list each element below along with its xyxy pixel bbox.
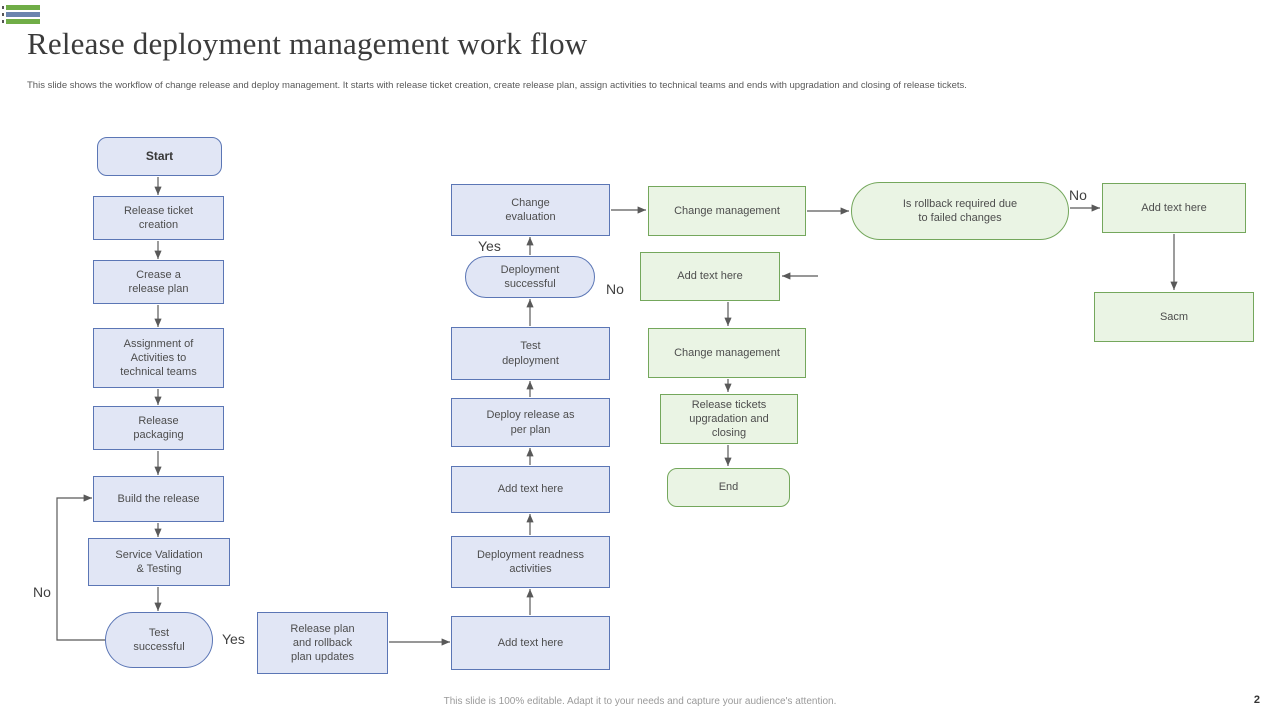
node-deployment-successful: Deployment successful (465, 256, 595, 298)
node-service-validation: Service Validation & Testing (88, 538, 230, 586)
page-subtitle: This slide shows the workflow of change … (27, 80, 967, 91)
node-release-rollback-updates: Release plan and rollback plan updates (257, 612, 388, 674)
node-release-ticket-creation: Release ticket creation (93, 196, 224, 240)
branch-label-yes-deployment: Yes (478, 238, 501, 254)
node-change-management-2: Change management (648, 328, 806, 378)
node-create-release-plan: Crease a release plan (93, 260, 224, 304)
node-deploy-release: Deploy release as per plan (451, 398, 610, 447)
branch-label-yes-test: Yes (222, 631, 245, 647)
node-assignment-activities: Assignment of Activities to technical te… (93, 328, 224, 388)
node-build-release: Build the release (93, 476, 224, 522)
node-release-tickets-upgradation: Release tickets upgradation and closing (660, 394, 798, 444)
node-change-management-1: Change management (648, 186, 806, 236)
node-end: End (667, 468, 790, 507)
node-deployment-readiness: Deployment readness activities (451, 536, 610, 588)
node-start: Start (97, 137, 222, 176)
branch-label-no-test: No (33, 584, 51, 600)
node-release-packaging: Release packaging (93, 406, 224, 450)
page-number: 2 (1253, 694, 1260, 706)
node-add-text-4: Add text here (640, 252, 780, 301)
branch-label-no-rollback: No (1069, 187, 1087, 203)
node-add-text-3: Add text here (1102, 183, 1246, 233)
node-add-text-1: Add text here (451, 616, 610, 670)
footer-note: This slide is 100% editable. Adapt it to… (443, 696, 837, 707)
node-change-evaluation: Change evaluation (451, 184, 610, 236)
branch-label-no-deployment: No (606, 281, 624, 297)
node-test-deployment: Test deployment (451, 327, 610, 380)
node-test-successful: Test successful (105, 612, 213, 668)
page-title: Release deployment management work flow (27, 26, 588, 61)
node-add-text-2: Add text here (451, 466, 610, 513)
list-icon (2, 5, 40, 26)
node-sacm: Sacm (1094, 292, 1254, 342)
node-rollback-required: Is rollback required due to failed chang… (851, 182, 1069, 240)
